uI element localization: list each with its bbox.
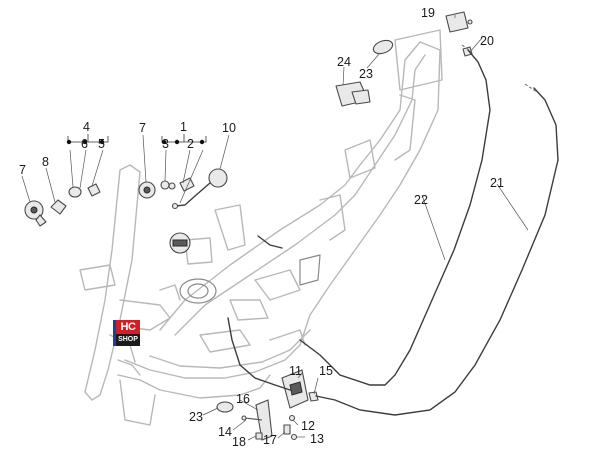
part-bolt-13 <box>290 433 298 441</box>
group-dot-4 <box>66 139 72 145</box>
callout-2: 2 <box>187 137 194 151</box>
callout-21: 21 <box>490 176 504 190</box>
logo-text-hc: HC <box>116 320 140 334</box>
callout-15: 15 <box>319 364 333 378</box>
part-cable-end-15 <box>308 391 319 402</box>
callout-19: 19 <box>421 6 435 20</box>
part-fuel-cap-center <box>169 232 191 254</box>
part-fuel-cap-9 <box>24 200 47 227</box>
callout-1: 1 <box>180 120 187 134</box>
part-fuel-tank-neck <box>179 278 217 304</box>
cable-22-end <box>461 44 473 53</box>
callout-14: 14 <box>218 425 232 439</box>
callout-labels: 7 8 4 6 5 7 1 3 2 10 19 20 24 23 22 21 1… <box>19 6 504 449</box>
part-gasket-8 <box>50 199 67 215</box>
callout-9: 7 <box>19 163 26 177</box>
cable-22 <box>299 49 491 386</box>
callout-23-top: 23 <box>359 67 373 81</box>
part-lock-assembly-7 <box>138 181 156 199</box>
part-spring-17 <box>283 424 291 435</box>
logo-stripe <box>113 320 116 346</box>
part-screw-14 <box>241 415 263 421</box>
group-dot-1 <box>174 139 180 145</box>
group-dot-2 <box>199 139 205 145</box>
group-bracket-1 <box>161 134 207 143</box>
part-sensor-2 <box>179 177 195 192</box>
callout-16: 16 <box>236 392 250 406</box>
callout-8: 8 <box>42 155 49 169</box>
part-nut-18 <box>255 432 263 440</box>
part-cable-tie-23-top <box>372 39 394 55</box>
part-lock-6 <box>68 186 82 198</box>
cable-21-end <box>524 83 538 93</box>
scooter-frame <box>79 29 443 426</box>
callout-4: 4 <box>83 120 90 134</box>
callout-6: 6 <box>81 137 88 151</box>
group-dot-5 <box>99 139 105 145</box>
part-pin-12 <box>288 414 296 422</box>
callout-7: 7 <box>139 121 146 135</box>
callout-23-bottom: 23 <box>189 410 203 424</box>
callout-13: 13 <box>310 432 324 446</box>
leader-lines <box>21 15 529 441</box>
part-wire-10 <box>171 168 228 210</box>
cable-21 <box>315 87 559 416</box>
group-dot-3 <box>161 139 167 145</box>
callout-11: 11 <box>289 364 302 378</box>
part-key-5 <box>87 183 101 197</box>
cable-front-wire <box>257 235 283 249</box>
hc-shop-logo: HC SHOP <box>113 320 140 346</box>
callout-5: 5 <box>98 137 105 151</box>
part-latch-11 <box>281 369 309 409</box>
callout-17: 17 <box>263 433 277 447</box>
part-cable-tie-23-bottom <box>216 401 234 413</box>
part-switch-3 <box>160 180 176 190</box>
callout-3: 3 <box>162 137 169 151</box>
callout-20: 20 <box>480 34 494 48</box>
part-junction-box-24 <box>335 81 371 107</box>
group-dot-6 <box>82 139 88 145</box>
callout-10: 10 <box>222 121 236 135</box>
logo-text-shop: SHOP <box>116 334 140 346</box>
callout-12: 12 <box>301 419 315 433</box>
cable-lower-loop <box>227 317 291 391</box>
part-bracket-16 <box>255 399 273 441</box>
callout-18: 18 <box>232 435 246 449</box>
callout-22: 22 <box>414 193 428 207</box>
group-bracket-4 <box>67 134 109 143</box>
part-connector-19 <box>445 11 473 33</box>
callout-24: 24 <box>337 55 351 69</box>
